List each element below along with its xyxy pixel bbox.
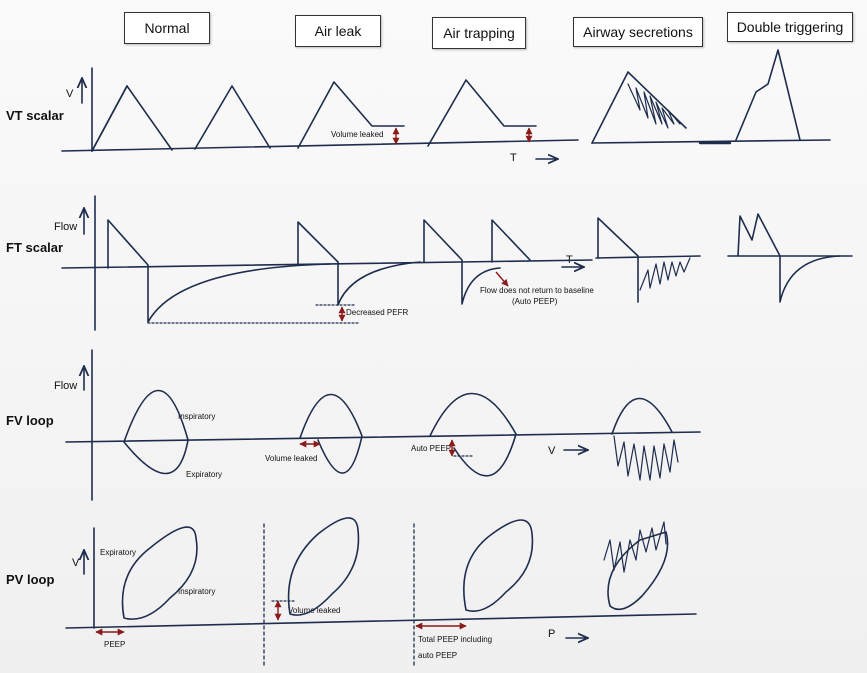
vt-double-trigger-breath <box>735 49 801 141</box>
fv-secretions-noise <box>613 435 679 481</box>
fv-secretions-top <box>611 397 673 435</box>
ft-secretions-envelope <box>597 217 639 303</box>
vt-secretions-envelope <box>591 71 687 144</box>
header-air-leak: Air leak <box>295 15 381 47</box>
vt-normal-breath-2 <box>194 85 271 150</box>
vt-axis-t-label: T <box>510 152 517 164</box>
header-normal: Normal <box>124 12 210 44</box>
annotation-volume-leaked-vt: Volume leaked <box>331 130 384 139</box>
vt-scalar-panel <box>61 49 831 159</box>
header-airway-secretions: Airway secretions <box>573 17 703 47</box>
row-label-fv-loop: FV loop <box>6 413 54 428</box>
ft-air-trapping-wave-2 <box>491 219 531 263</box>
annotation-peep-pv: PEEP <box>104 640 126 649</box>
pv-axis-v-label: V <box>72 557 80 569</box>
annotation-flow-not-return-1: Flow does not return to baseline <box>480 286 594 295</box>
pv-secretions-loop <box>607 531 669 611</box>
vt-secretions-baseline <box>591 139 831 144</box>
row-label-pv-loop: PV loop <box>6 572 55 587</box>
annotation-auto-peep-fv: Auto PEEP <box>411 444 452 453</box>
annotation-volume-leaked-pv: Volume leaked <box>288 606 341 615</box>
ft-air-leak-wave <box>297 221 421 306</box>
annotation-inspiratory-pv: Inspiratory <box>178 587 216 596</box>
annotation-total-peep-1: Total PEEP including <box>418 635 493 644</box>
row-label-vt-scalar: VT scalar <box>6 108 64 123</box>
fv-axis-v-label: V <box>548 445 556 457</box>
fv-air-trapping-loop <box>429 392 517 477</box>
ft-normal-wave <box>107 219 331 323</box>
annotation-expiratory-pv: Expiratory <box>100 548 137 557</box>
vt-air-trapping-breath <box>427 79 537 147</box>
header-air-trapping: Air trapping <box>432 17 526 49</box>
pv-air-trapping-loop <box>463 519 534 612</box>
fv-air-leak-loop <box>299 393 363 474</box>
ft-secretions-baseline <box>595 255 701 259</box>
annotation-decreased-pefr: Decreased PEFR <box>346 308 409 317</box>
vt-air-leak-breath <box>297 81 405 149</box>
ft-scalar-panel <box>61 195 853 331</box>
fv-axis-flow-label: Flow <box>54 380 78 392</box>
header-double-triggering: Double triggering <box>727 12 853 42</box>
annotation-inspiratory-fv: Inspiratory <box>178 412 216 421</box>
pv-loop-panel <box>65 517 697 666</box>
annotation-total-peep-2: auto PEEP <box>418 651 458 660</box>
ft-double-trigger-wave <box>737 213 841 303</box>
pv-air-leak-loop <box>287 517 360 616</box>
pv-baseline <box>65 613 697 629</box>
ft-secretions-noise <box>639 257 691 291</box>
annotation-expiratory-fv: Expiratory <box>186 470 223 479</box>
annotation-flow-not-return-2: (Auto PEEP) <box>512 297 558 306</box>
row-label-ft-scalar: FT scalar <box>6 240 64 255</box>
annotation-volume-leaked-fv: Volume leaked <box>265 454 318 463</box>
pv-normal-loop <box>121 526 198 620</box>
ft-baseline-red-arrow <box>495 271 509 287</box>
pv-axis-p-label: P <box>548 628 556 640</box>
fv-baseline <box>65 431 701 443</box>
vt-axis-v-label: V <box>66 88 74 100</box>
fv-normal-loop <box>123 389 189 475</box>
vt-secretions-noise <box>627 83 681 129</box>
ft-air-trapping-wave-1 <box>423 219 501 305</box>
fv-loop-panel <box>65 349 701 501</box>
vt-normal-breath-1 <box>91 85 173 152</box>
ft-axis-flow-label: Flow <box>54 221 78 233</box>
pv-secretions-noise <box>603 521 667 573</box>
vt-baseline <box>61 139 579 152</box>
